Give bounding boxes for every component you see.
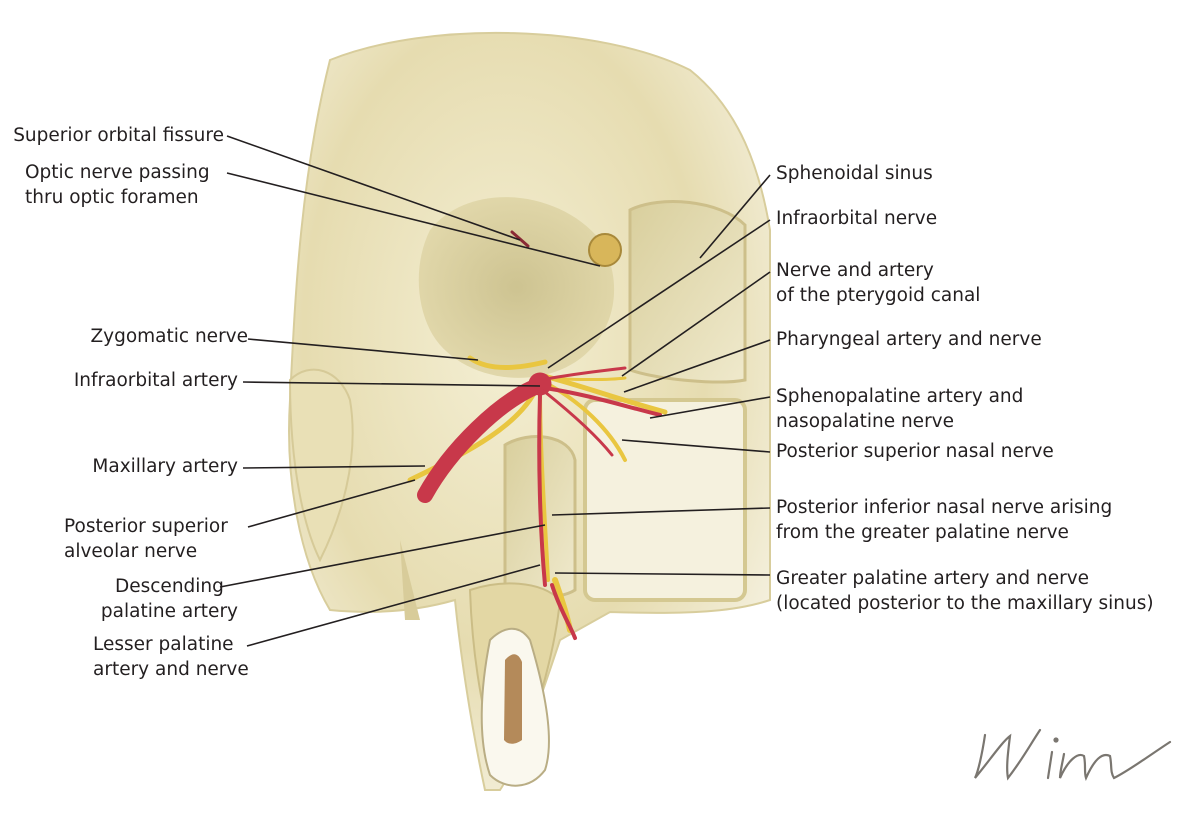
label-line: Superior orbital fissure xyxy=(13,125,224,146)
label-line: Posterior inferior nasal nerve arising xyxy=(776,497,1113,518)
label-zygomatic-nerve: Zygomatic nerve xyxy=(90,324,248,349)
nasal-cavity xyxy=(583,398,747,602)
label-lesser-palatine: Lesser palatine artery and nerve xyxy=(93,632,249,682)
label-line: nasopalatine nerve xyxy=(776,411,954,432)
label-posterior-superior-nasal: Posterior superior nasal nerve xyxy=(776,439,1054,464)
label-line: Posterior superior nasal nerve xyxy=(776,441,1054,462)
sphenoidal-sinus-region xyxy=(628,200,747,384)
label-pharyngeal: Pharyngeal artery and nerve xyxy=(776,327,1042,352)
label-pterygoid-canal: Nerve and artery of the pterygoid canal xyxy=(776,258,980,308)
label-line: (located posterior to the maxillary sinu… xyxy=(776,593,1154,614)
label-line: of the pterygoid canal xyxy=(776,285,981,306)
label-line: Optic nerve passing xyxy=(25,162,210,183)
label-line: alveolar nerve xyxy=(64,541,198,562)
label-optic-nerve: Optic nerve passing thru optic foramen xyxy=(25,160,210,210)
optic-foramen xyxy=(588,233,622,267)
label-sphenopalatine: Sphenopalatine artery and nasopalatine n… xyxy=(776,384,1023,434)
label-line: Infraorbital artery xyxy=(73,370,238,391)
label-line: Lesser palatine xyxy=(93,634,234,655)
label-infraorbital-artery: Infraorbital artery xyxy=(74,368,238,393)
label-line: Zygomatic nerve xyxy=(90,326,248,347)
label-line: artery and nerve xyxy=(93,659,249,680)
arteries xyxy=(417,366,662,640)
orbit-cavity xyxy=(418,197,615,378)
label-line: Greater palatine artery and nerve xyxy=(776,568,1090,589)
label-line: Maxillary artery xyxy=(92,456,238,477)
leader-lines xyxy=(219,135,771,647)
label-line: Infraorbital nerve xyxy=(776,208,938,229)
label-superior-orbital-fissure: Superior orbital fissure xyxy=(13,123,224,148)
label-line: palatine artery xyxy=(100,601,238,622)
artist-signature xyxy=(973,728,1172,782)
label-line: thru optic foramen xyxy=(25,187,199,208)
skull-bone xyxy=(288,31,771,791)
label-line: Sphenoidal sinus xyxy=(776,163,933,184)
label-sphenoidal-sinus: Sphenoidal sinus xyxy=(776,161,933,186)
label-infraorbital-nerve: Infraorbital nerve xyxy=(776,206,937,231)
label-maxillary-artery: Maxillary artery xyxy=(92,454,238,479)
label-line: from the greater palatine nerve xyxy=(776,522,1069,543)
label-greater-palatine: Greater palatine artery and nerve (locat… xyxy=(776,566,1154,616)
label-line: Descending xyxy=(115,576,224,597)
label-line: Pharyngeal artery and nerve xyxy=(776,329,1042,350)
label-line: Nerve and artery xyxy=(776,260,934,281)
label-line: Posterior superior xyxy=(64,516,228,537)
label-line: Sphenopalatine artery and xyxy=(776,386,1024,407)
label-posterior-inferior-nasal: Posterior inferior nasal nerve arising f… xyxy=(776,495,1112,545)
label-descending-palatine-artery: Descending palatine artery xyxy=(101,574,238,624)
label-posterior-superior-alveolar-nerve: Posterior superior alveolar nerve xyxy=(64,514,228,564)
